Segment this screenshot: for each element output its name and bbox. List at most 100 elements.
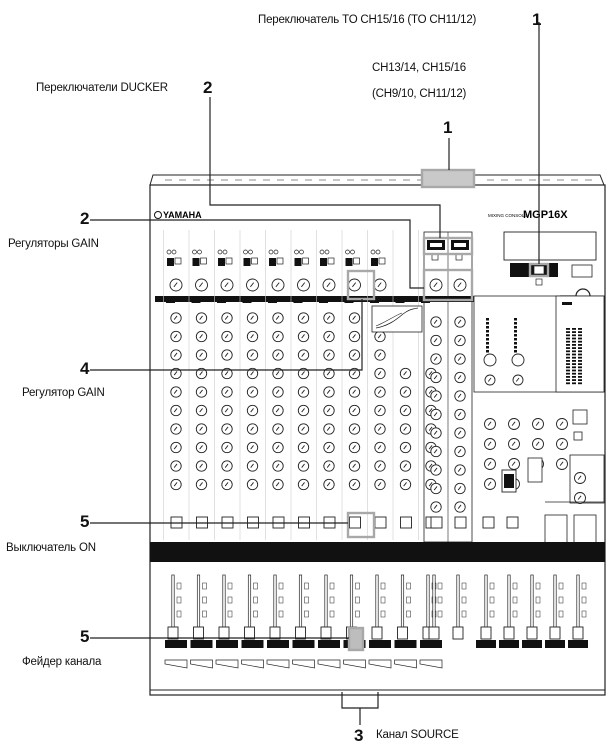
knob-icon — [195, 367, 208, 380]
switch-icon — [320, 258, 327, 266]
knob-icon — [272, 441, 284, 454]
highlight-gain-knobs — [422, 268, 474, 302]
knob-icon — [323, 386, 335, 398]
fader-cap-icon — [167, 626, 179, 640]
fader-cap-icon — [371, 626, 383, 640]
knob-icon — [297, 278, 310, 292]
knob-icon — [195, 478, 208, 491]
fader-cap-icon — [549, 626, 561, 640]
meter-led — [578, 344, 582, 346]
knob-icon — [195, 386, 208, 398]
eq-graph — [371, 305, 423, 333]
switch-icon — [167, 258, 174, 266]
chassis-top — [149, 174, 605, 186]
fader-cap-icon — [397, 626, 408, 640]
knob-icon — [532, 438, 544, 450]
led-icon — [299, 249, 304, 255]
fader-slot — [426, 574, 430, 636]
switch-icon — [251, 257, 258, 265]
leader-lines — [90, 22, 540, 725]
meter-led — [572, 331, 576, 333]
switch-icon — [269, 258, 276, 266]
knob-icon — [430, 445, 442, 458]
knob-icon — [195, 441, 208, 454]
channel-strip — [163, 230, 188, 669]
knob-icon — [272, 312, 284, 324]
knob-icon — [454, 501, 466, 513]
knob-icon — [454, 334, 466, 347]
button-icon — [374, 516, 387, 529]
knob-icon — [556, 418, 568, 430]
knob-icon — [323, 441, 335, 454]
callout-channels: 1 — [443, 118, 453, 137]
knob-icon — [374, 330, 386, 343]
switch-icon — [276, 257, 284, 265]
led-icon — [171, 249, 177, 255]
knob-icon — [454, 390, 466, 402]
led-icon — [345, 249, 350, 255]
meter-led — [566, 331, 570, 333]
knob-icon — [374, 478, 386, 491]
knob-icon — [348, 349, 361, 361]
fader-slot — [375, 574, 379, 636]
knob-icon — [374, 367, 386, 380]
knob-icon — [297, 367, 310, 380]
meter-led — [572, 350, 576, 353]
led-icon — [273, 249, 279, 255]
fader-cap-icon — [269, 626, 281, 640]
knob-icon — [374, 349, 386, 361]
knob-icon — [508, 458, 520, 470]
knob-icon — [532, 418, 544, 430]
fader-slot — [349, 574, 354, 636]
meter-led — [566, 347, 570, 349]
knob-icon — [221, 330, 233, 343]
knob-icon — [272, 423, 284, 435]
knob-icon — [429, 278, 443, 292]
knob-icon — [221, 460, 233, 472]
knob-icon — [195, 312, 208, 324]
knob-icon — [454, 482, 466, 495]
meter-led — [572, 369, 576, 372]
meter-led — [486, 326, 489, 329]
knob-icon — [454, 464, 466, 476]
knob-icon — [556, 458, 568, 470]
knob-icon — [322, 278, 336, 292]
knob-icon — [484, 478, 496, 490]
meter-led — [578, 369, 582, 372]
fader-cap-icon — [244, 626, 255, 640]
knob-icon — [374, 423, 386, 435]
meter-led — [578, 382, 582, 385]
meter-led — [514, 330, 517, 333]
knob-icon — [348, 330, 361, 343]
fader-slot — [171, 574, 175, 636]
meter-led — [566, 369, 570, 372]
switch-icon — [218, 258, 225, 266]
meter-led — [572, 344, 576, 346]
fader-slot — [196, 574, 201, 636]
knob-icon — [348, 404, 361, 417]
knob-icon — [430, 353, 442, 365]
knob-icon — [454, 371, 466, 384]
led-icon — [217, 249, 223, 255]
knob-icon — [170, 330, 182, 343]
led-icon — [248, 249, 253, 255]
fader-slot — [507, 574, 511, 636]
led-icon — [166, 249, 172, 255]
fader-cap-icon — [452, 626, 464, 640]
label-on-switch: Выключатель ON — [6, 542, 96, 554]
switch-icon — [302, 257, 309, 265]
callout-source: 3 — [354, 726, 364, 745]
knob-icon — [323, 312, 335, 324]
label-channels-line1: CH13/14, CH15/16 — [372, 62, 466, 74]
fader-slot — [432, 574, 436, 636]
knob-icon — [195, 349, 208, 361]
meter-led — [572, 366, 576, 369]
channel-strip — [290, 230, 315, 669]
knob-icon — [374, 441, 386, 454]
meter-led — [578, 366, 582, 369]
label-gain-knobs: Регуляторы GAIN — [8, 238, 99, 250]
switch-icon — [294, 258, 302, 266]
knob-icon — [297, 349, 310, 361]
knob-icon — [348, 386, 361, 398]
fader-cap-icon — [503, 626, 515, 640]
